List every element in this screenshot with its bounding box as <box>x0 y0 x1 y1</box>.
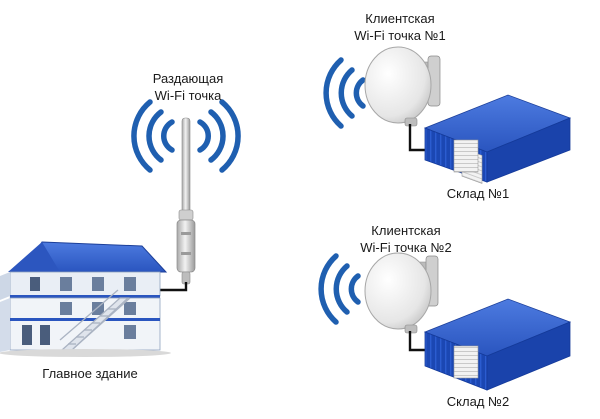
client2-label-line2: Wi-Fi точка №2 <box>360 240 452 255</box>
transmitter-label: Раздающая Wi-Fi точка <box>138 70 238 104</box>
cable-main <box>160 282 188 292</box>
warehouse1-label: Склад №1 <box>446 186 510 201</box>
warehouse2-label: Склад №2 <box>446 394 510 409</box>
transmitter-label-line2: Wi-Fi точка <box>154 88 222 103</box>
client2-signal-icon <box>318 253 361 325</box>
client1-dish <box>364 46 441 127</box>
main-building <box>0 241 171 357</box>
transmitter-label-line1: Раздающая <box>152 71 224 86</box>
transmitter-signal-icon <box>131 99 241 173</box>
warehouse1 <box>423 94 572 184</box>
client1-signal-icon <box>323 57 366 129</box>
client1-label-line2: Wi-Fi точка №1 <box>354 28 446 43</box>
omni-antenna <box>176 117 196 285</box>
client1-label: Клиентская Wi-Fi точка №1 <box>340 10 460 44</box>
client1-label-line1: Клиентская <box>365 11 435 26</box>
main-building-label: Главное здание <box>42 366 138 381</box>
client2-label: Клиентская Wi-Fi точка №2 <box>346 222 466 256</box>
client2-dish <box>364 252 439 334</box>
warehouse2 <box>423 298 572 391</box>
client2-label-line1: Клиентская <box>371 223 441 238</box>
